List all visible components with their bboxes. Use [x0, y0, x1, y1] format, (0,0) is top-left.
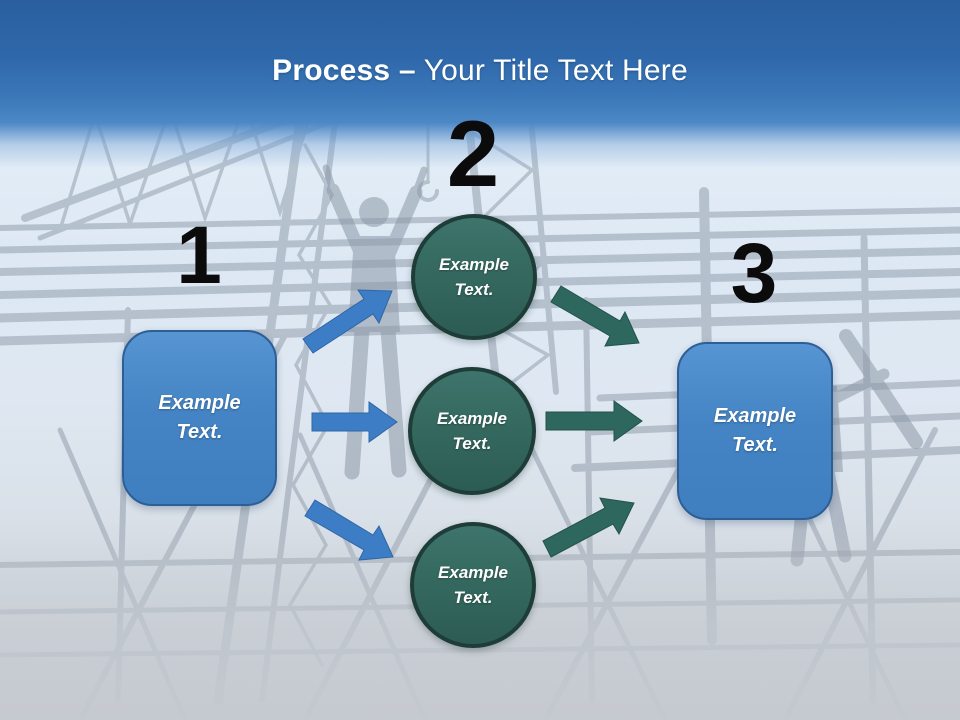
- step2-circle-bottom: Example Text.: [410, 522, 536, 648]
- step1-box: Example Text.: [122, 330, 277, 506]
- step-number-2: 2: [446, 101, 500, 206]
- step2-circle-top-label: Example Text.: [439, 254, 509, 300]
- step2-circle-bottom-label: Example Text.: [438, 562, 508, 608]
- step2-circle-top: Example Text.: [411, 214, 537, 340]
- step1-box-label: Example Text.: [158, 392, 241, 443]
- step-number-1: 1: [176, 210, 222, 301]
- title-banner: [0, 0, 960, 168]
- step-number-3: 3: [730, 226, 778, 320]
- slide-title-text: Your Title Text Here: [415, 54, 688, 87]
- step2-circle-middle-label: Example Text.: [437, 408, 507, 454]
- slide-title: Process – Your Title Text Here: [0, 54, 960, 88]
- slide-title-keyword: Process –: [272, 54, 416, 87]
- step2-circle-middle: Example Text.: [408, 367, 536, 495]
- step3-box-label: Example Text.: [713, 405, 797, 456]
- step3-box: Example Text.: [677, 342, 833, 520]
